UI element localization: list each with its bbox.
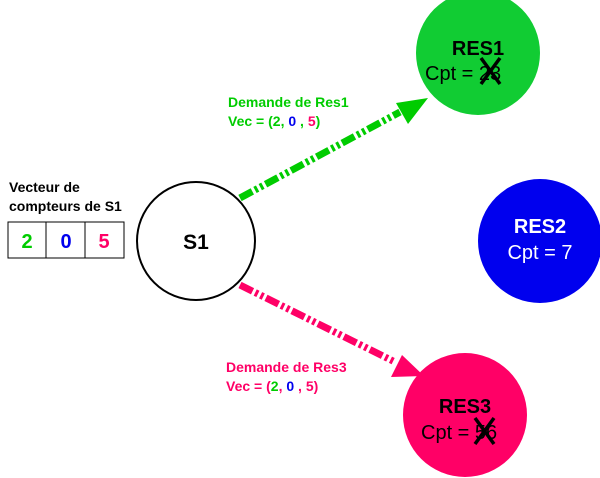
request-res3-sep2: ,: [294, 378, 306, 394]
res2-counter: Cpt = 7: [507, 242, 572, 264]
res3-circle: [403, 353, 527, 477]
request-res3-vec-prefix: Vec = (: [226, 378, 271, 394]
request-res1-v1: 2: [273, 113, 281, 129]
arrowhead-res1: [396, 98, 428, 124]
vector-panel: Vecteur de compteurs de S1 2 0 5: [7, 179, 125, 259]
s1-label: S1: [183, 231, 209, 254]
vector-panel-title-line1: Vecteur de: [9, 179, 80, 195]
res3-counter: Cpt = 56: [421, 422, 497, 444]
res1-strike-cross-icon: [479, 56, 502, 86]
res3-old-value: 5: [475, 422, 486, 444]
node-s1: S1: [136, 181, 256, 301]
request-res1-vec-prefix: Vec = (: [228, 113, 273, 129]
request-res3-label: Demande de Res3 Vec = (2, 0 , 5): [226, 359, 347, 394]
res2-name: RES2: [514, 216, 566, 238]
request-res1-v2: 0: [288, 113, 296, 129]
vector-cell-3: 5: [98, 231, 109, 253]
res2-circle: [478, 179, 600, 303]
request-res1-v3: 5: [308, 113, 316, 129]
res1-new-value: 3: [490, 63, 501, 85]
res3-name: RES3: [439, 396, 491, 418]
request-res3-title: Demande de Res3: [226, 359, 347, 375]
node-res3: RES3 Cpt = 56: [403, 353, 527, 477]
arrow-to-res3: [238, 281, 424, 377]
request-res3-v2: 0: [286, 378, 294, 394]
node-res1: RES1 Cpt = 23: [416, 0, 540, 115]
request-res3-sep1: ,: [279, 378, 287, 394]
vector-panel-title-line2: compteurs de S1: [9, 198, 122, 214]
request-res1-suffix: ): [316, 113, 321, 129]
res3-new-value: 6: [486, 422, 497, 444]
res1-name: RES1: [452, 38, 504, 60]
s1-circle: [136, 181, 256, 301]
request-res1-title: Demande de Res1: [228, 94, 349, 110]
node-res2: RES2 Cpt = 7: [478, 179, 600, 303]
arrow-to-res1: [238, 98, 428, 202]
vector-table: [7, 221, 125, 259]
request-res3-vector: Vec = (2, 0 , 5): [226, 378, 318, 394]
request-res3-v3: 5: [306, 378, 314, 394]
res1-counter: Cpt = 23: [425, 63, 501, 85]
request-res1-vector: Vec = (2, 0 , 5): [228, 113, 320, 129]
request-res1-label: Demande de Res1 Vec = (2, 0 , 5): [228, 94, 349, 129]
res3-cpt-prefix: Cpt =: [421, 422, 475, 444]
vector-cell-1: 2: [21, 231, 32, 253]
request-res3-v1: 2: [271, 378, 279, 394]
res1-circle: [416, 0, 540, 115]
res3-strike-cross-icon: [473, 416, 496, 446]
res1-cpt-prefix: Cpt =: [425, 63, 479, 85]
request-res1-sep2: ,: [296, 113, 308, 129]
res1-old-value: 2: [479, 63, 490, 85]
arrowhead-res3: [391, 355, 424, 377]
vector-cell-2: 0: [60, 231, 71, 253]
request-res3-suffix: ): [314, 378, 319, 394]
request-res1-sep1: ,: [281, 113, 289, 129]
